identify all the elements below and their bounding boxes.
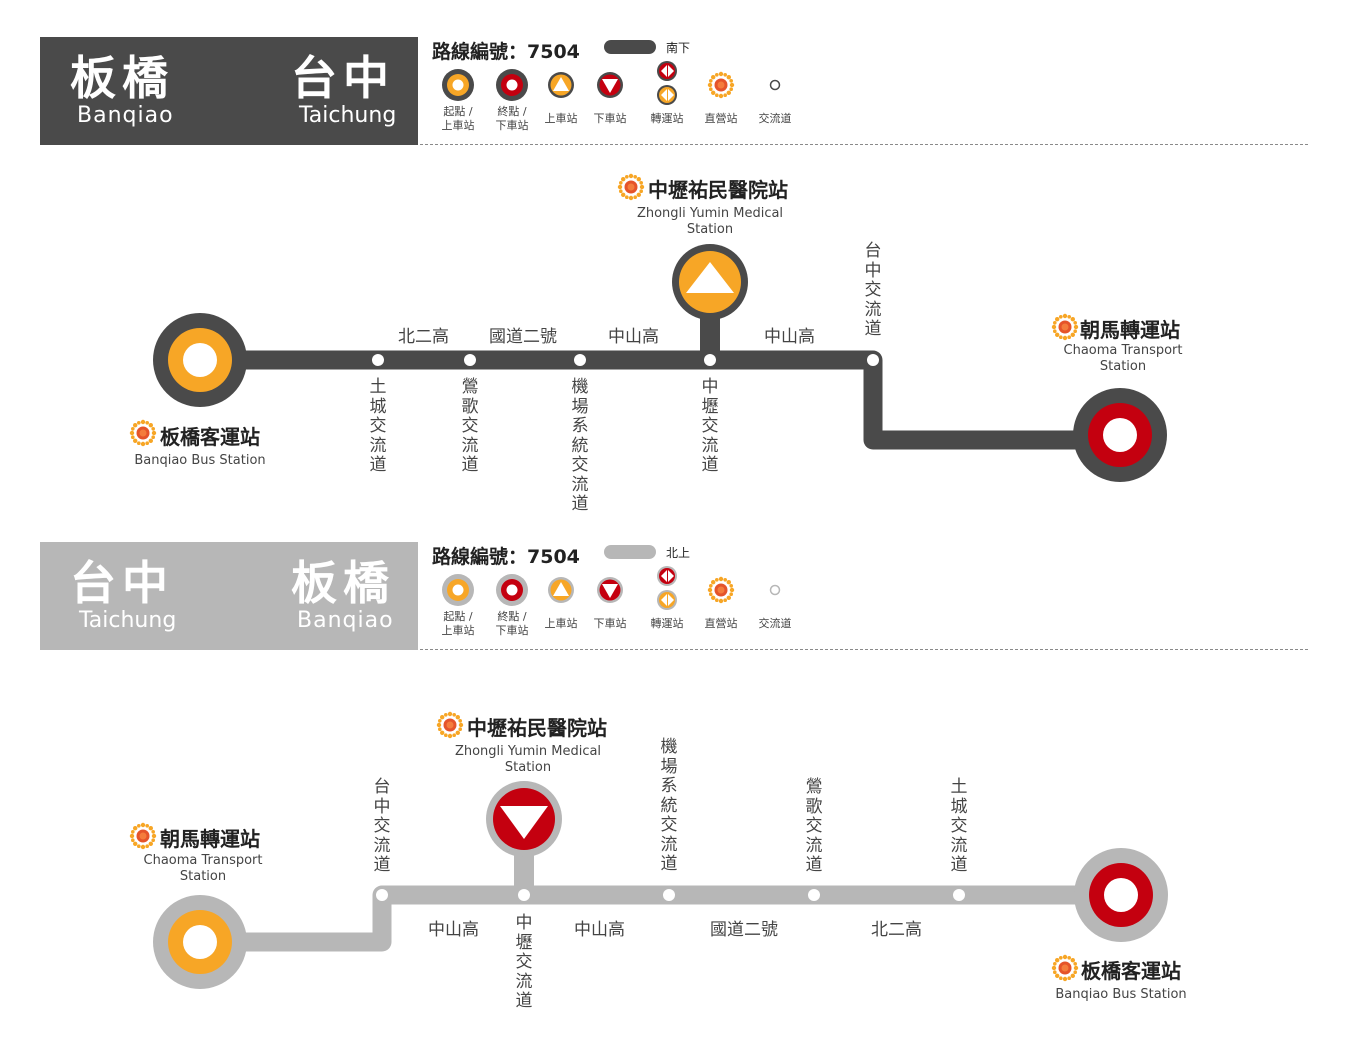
divider [420,649,1308,650]
interchange-label: 鶯歌交流道 [461,377,479,475]
direction-bar-north [604,545,656,559]
station-name-en: Banqiao Bus Station [1055,987,1187,1002]
origin-title: 板橋 [70,51,174,105]
legend-start-label: 起點 / 上車站 [441,105,475,132]
station-name-en: Chaoma Transport Station [1063,343,1183,374]
station-name: 板橋客運站 [1081,959,1181,983]
legend-direct-label: 直營站 [704,112,738,125]
interchange-dots-north [376,889,965,901]
station-name-en: Zhongli Yumin Medical Station [636,206,784,237]
station-name: 朝馬轉運站 [160,827,260,851]
divider [420,144,1308,145]
legend-alight-label: 下車站 [593,112,627,125]
station-name-en: Chaoma Transport Station [143,853,263,884]
transfer-legend-icon [657,61,677,105]
alight-station-marker [486,781,562,857]
legend-start-label: 起點 / 上車站 [441,610,475,637]
legend-transfer-label: 轉運站 [650,617,684,630]
board-station-marker [672,244,748,320]
interchange-label: 中壢交流道 [701,377,719,475]
route-number: 路線編號：7504 [432,41,580,63]
sun-icon [129,822,157,850]
sun-icon [707,71,735,99]
road-label: 中山高 [428,920,479,940]
end-station-marker [1073,388,1167,482]
interchange-label: 台中交流道 [373,777,391,875]
road-label: 北二高 [871,920,922,940]
interchange-label: 機場系統交流道 [571,377,589,514]
route-line-south [200,300,1120,450]
header-banner-south: 板橋 Banqiao 台中 Taichung [40,37,418,145]
road-label: 國道二號 [710,920,778,940]
road-label: 中山高 [608,327,659,347]
interchange-legend-icon [769,79,781,91]
origin-title-en: Banqiao [77,103,174,128]
station-name-en: Banqiao Bus Station [134,453,266,468]
legend-end-label: 終點 / 下車站 [495,610,529,637]
legend-icons-north [442,545,781,610]
road-label: 北二高 [398,327,449,347]
road-label: 國道二號 [489,327,557,347]
legend-board-label: 上車站 [544,112,578,125]
road-label: 中山高 [764,327,815,347]
road-label: 中山高 [574,920,625,940]
sun-icon [1051,313,1079,341]
station-name-en: Zhongli Yumin Medical Station [454,744,602,775]
interchange-label: 中壢交流道 [515,913,533,1011]
destination-title: 板橋 [291,556,395,610]
legend-interchange-label: 交流道 [758,617,792,630]
end-station-marker-north [1074,848,1168,942]
legend-interchange-label: 交流道 [758,112,792,125]
origin-title: 台中 [70,556,174,610]
legend-board-label: 上車站 [544,617,578,630]
destination-title-en: Banqiao [297,608,394,633]
legend-end-label: 終點 / 下車站 [495,105,529,132]
interchange-dots-south [372,354,879,366]
sun-icon [129,419,157,447]
header-banner-north: 台中 Taichung 板橋 Banqiao [40,542,418,650]
station-name: 板橋客運站 [160,425,260,449]
direction-label: 北上 [666,546,691,560]
start-station-marker-north [153,895,247,989]
interchange-label: 土城交流道 [369,377,387,475]
station-name: 朝馬轉運站 [1080,318,1180,342]
interchange-label: 鶯歌交流道 [805,777,823,875]
route-number: 路線編號：7504 [432,546,580,568]
interchange-label: 機場系統交流道 [660,737,678,874]
legend-direct-label: 直營站 [704,617,738,630]
origin-title-en: Taichung [79,608,177,633]
station-name: 中壢祐民醫院站 [648,178,788,202]
legend-alight-label: 下車站 [593,617,627,630]
interchange-label: 台中交流道 [864,241,882,339]
station-name: 中壢祐民醫院站 [467,716,607,740]
start-station-marker [153,313,247,407]
route-line-north [200,845,1120,952]
legend-icons-south [442,40,781,105]
destination-title-en: Taichung [299,103,397,128]
destination-title: 台中 [291,51,395,105]
sun-icon [1051,954,1079,982]
sun-icon [617,173,645,201]
legend-transfer-label: 轉運站 [650,112,684,125]
interchange-label: 土城交流道 [950,777,968,875]
sun-icon [436,711,464,739]
direction-bar-south [604,40,656,54]
direction-label: 南下 [666,41,691,55]
